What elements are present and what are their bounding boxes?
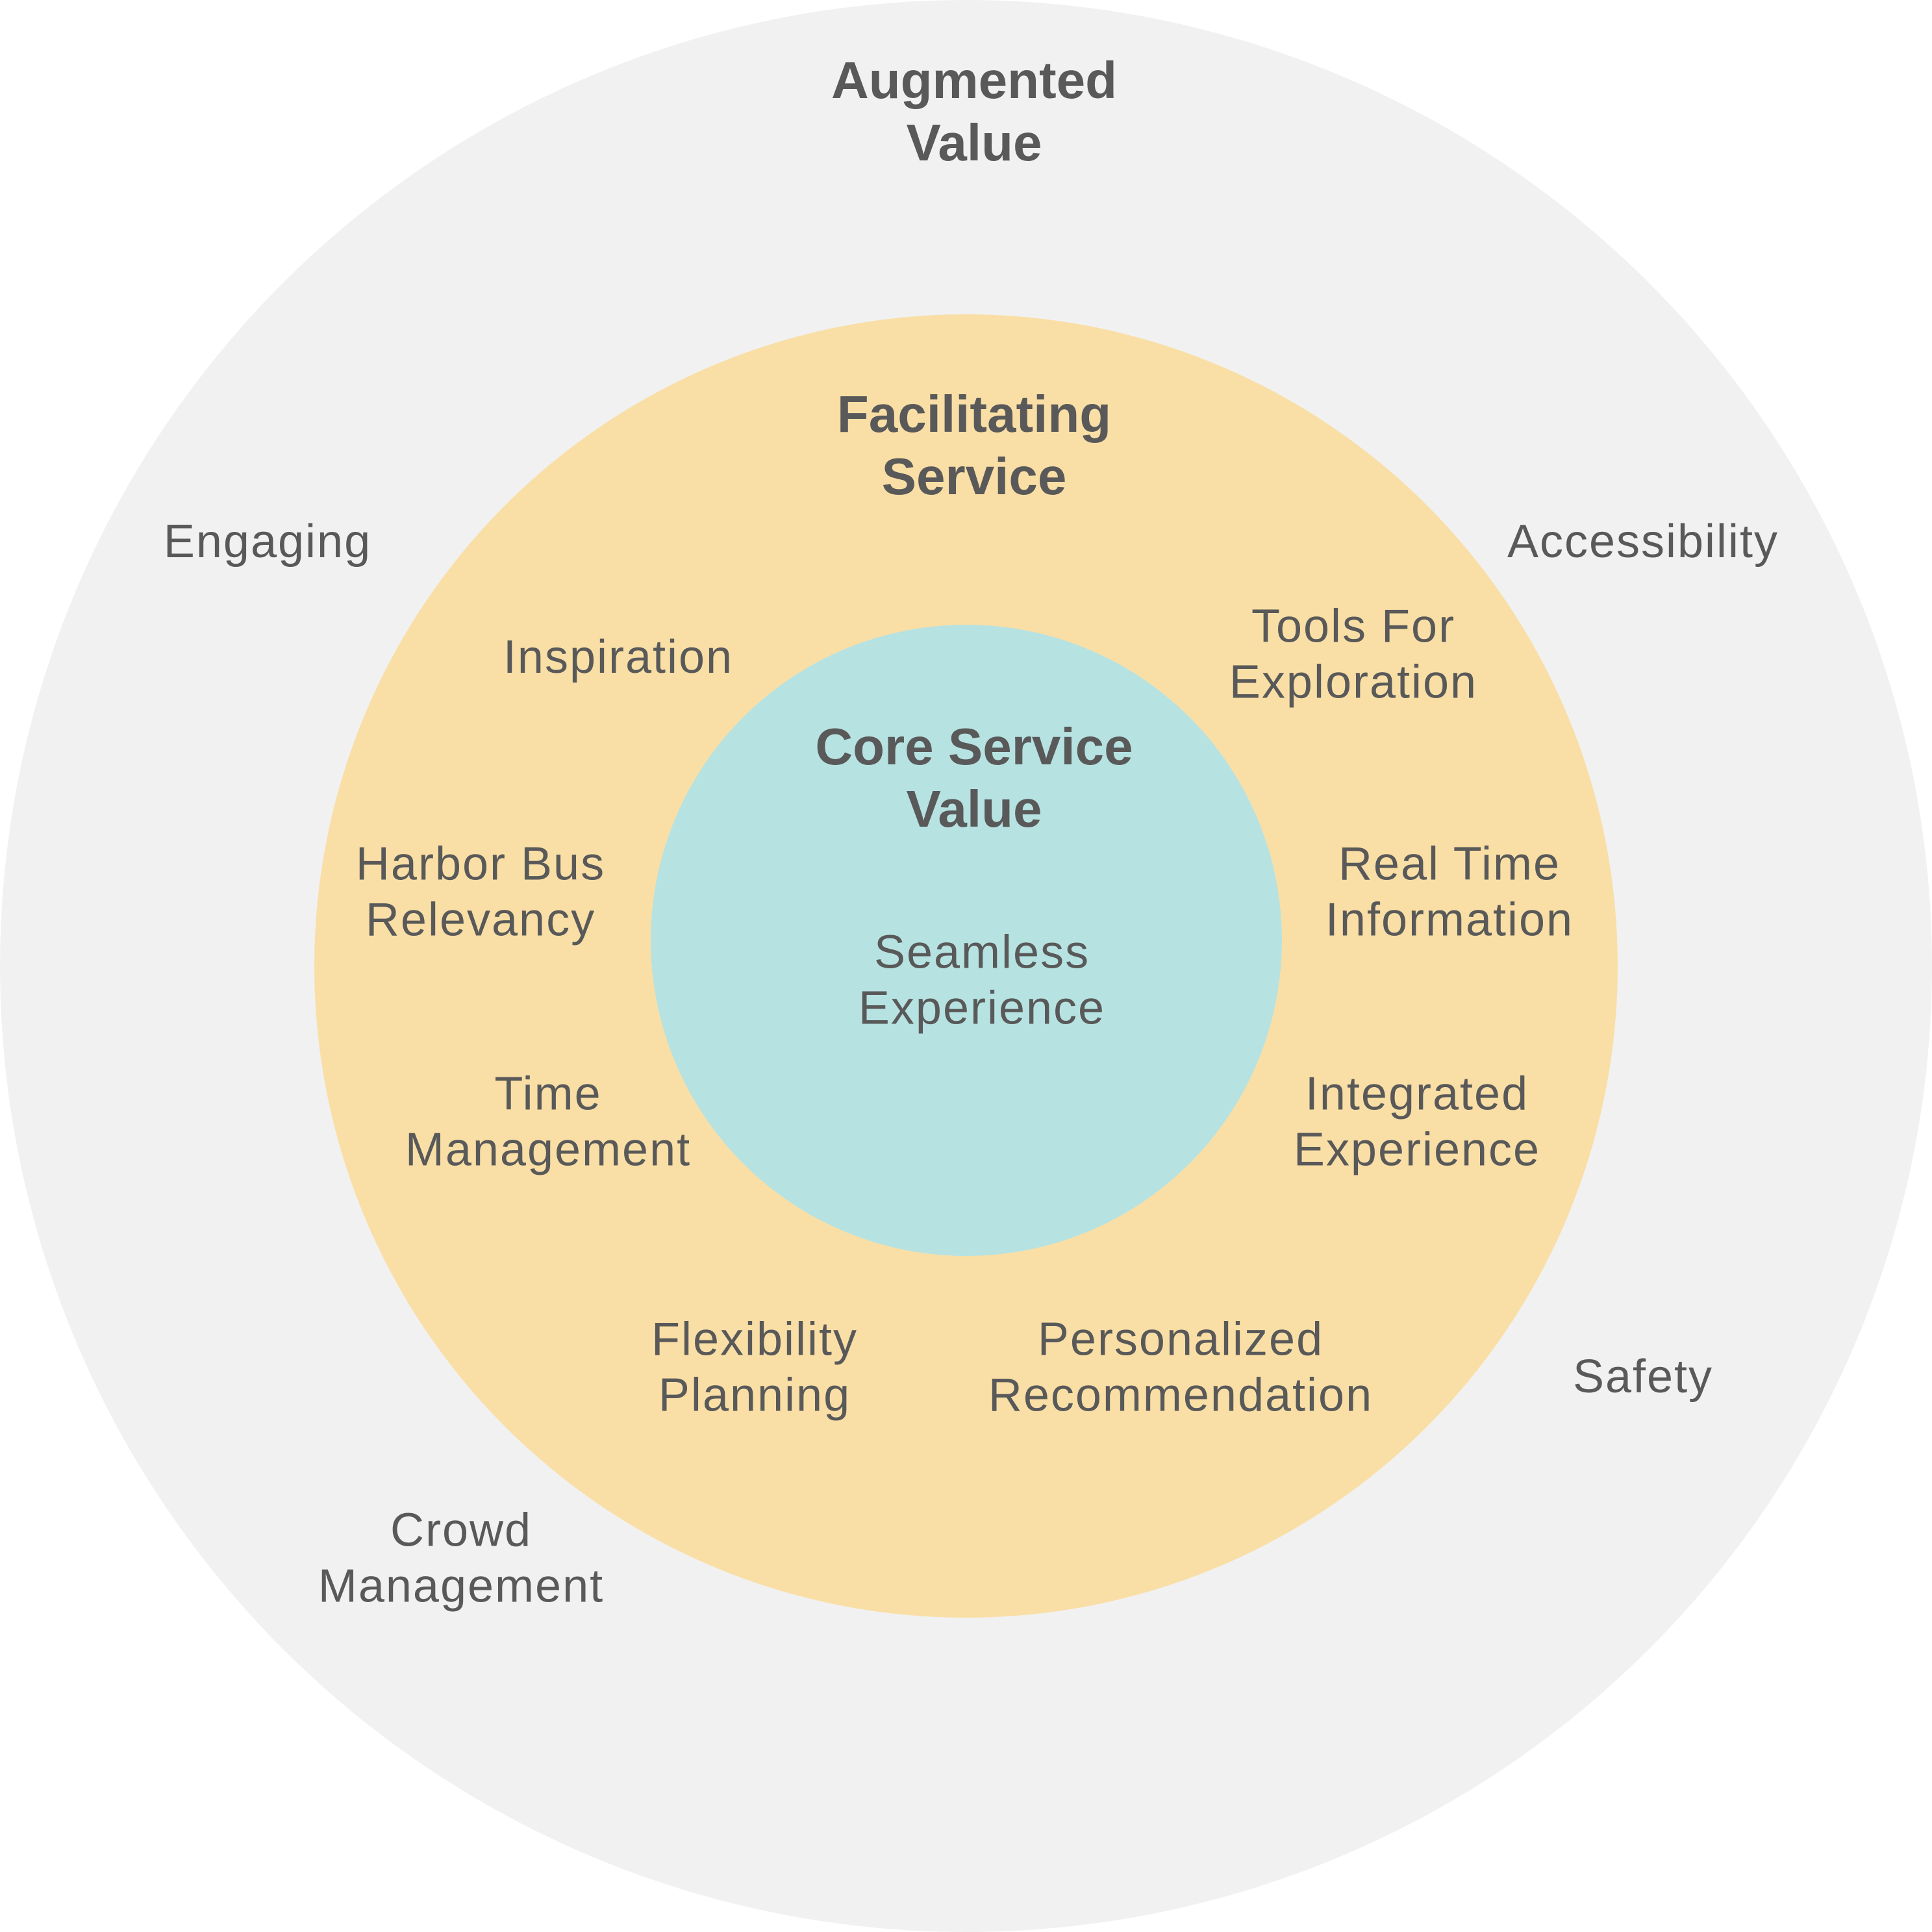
facilitating-item-integrated-experience: Integrated Experience (1293, 1068, 1541, 1176)
augmented-item-safety: Safety (1572, 1350, 1714, 1403)
augmented-item-engaging: Engaging (163, 515, 372, 568)
core-service-ring (651, 625, 1282, 1256)
facilitating-item-inspiration: Inspiration (503, 631, 734, 683)
facilitating-service-heading: Facilitating Service (836, 385, 1112, 505)
facilitating-item-time-management: Time Management (405, 1068, 692, 1176)
facilitating-item-real-time-information: Real Time Information (1325, 838, 1574, 946)
facilitating-item-flexibility-planning: Flexibility Planning (651, 1313, 859, 1422)
facilitating-item-personalized-recommendation: Personalized Recommendation (988, 1313, 1374, 1422)
core-service-value-heading: Core Service Value (815, 718, 1133, 838)
core-item-seamless-experience: Seamless Experience (858, 926, 1106, 1035)
augmented-item-crowd-management: Crowd Management (318, 1504, 605, 1612)
facilitating-item-harbor-bus-relevancy: Harbor Bus Relevancy (355, 838, 606, 946)
augmented-item-accessibility: Accessibility (1507, 515, 1779, 568)
augmented-value-heading: Augmented Value (831, 51, 1117, 171)
facilitating-item-tools-for-exploration: Tools For Exploration (1229, 600, 1478, 709)
